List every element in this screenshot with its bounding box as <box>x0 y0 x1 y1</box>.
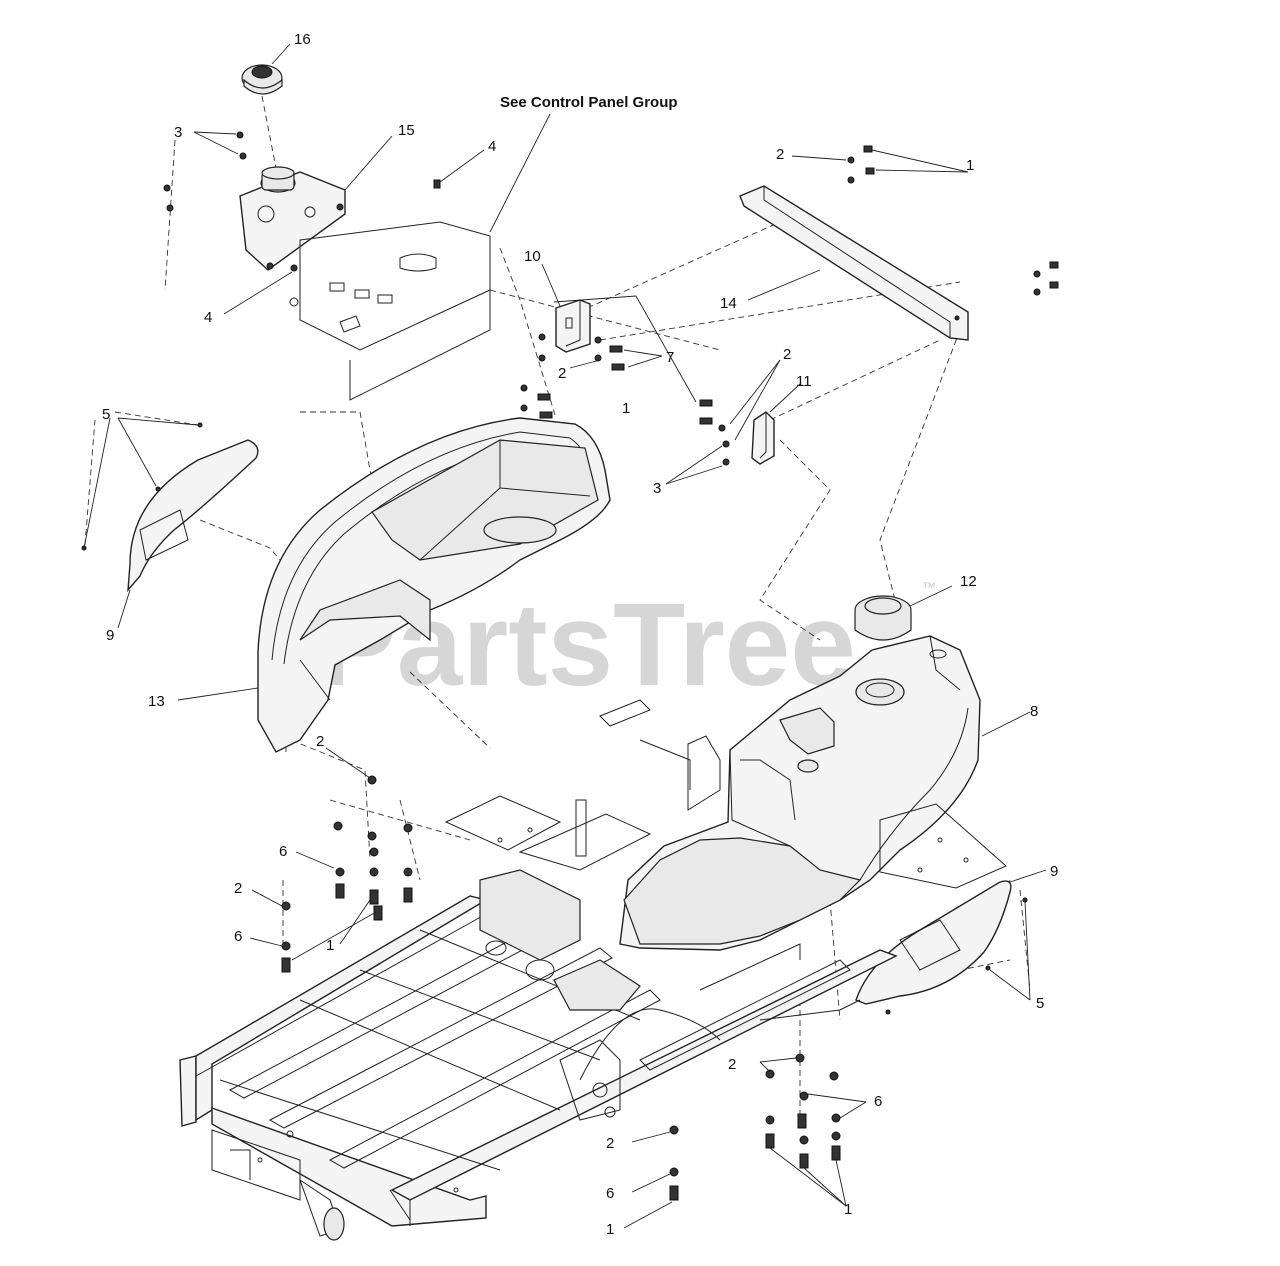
chassis-frame <box>179 699 1007 1241</box>
callout-2: 2 <box>728 1056 736 1073</box>
part-16-reservoir-cap[interactable] <box>241 64 283 95</box>
callout-14: 14 <box>720 295 737 312</box>
callout-2: 2 <box>783 346 791 363</box>
callout-5: 5 <box>1036 995 1044 1012</box>
callout-16: 16 <box>294 31 311 48</box>
callout-10: 10 <box>524 248 541 265</box>
hardware-cluster-11 <box>699 399 730 466</box>
callout-1: 1 <box>844 1201 852 1218</box>
callout-2: 2 <box>316 733 324 750</box>
callout-9: 9 <box>1050 863 1058 880</box>
callout-1: 1 <box>606 1221 614 1238</box>
part-14-support-bar[interactable] <box>739 185 969 341</box>
callout-6: 6 <box>606 1185 614 1202</box>
callout-labels: 16 15 3 4 4 2 1 10 14 7 2 2 11 1 3 5 9 1… <box>102 31 1058 1238</box>
callout-15: 15 <box>398 122 415 139</box>
part-12-fuel-cap[interactable] <box>854 595 912 641</box>
callout-4: 4 <box>488 138 496 155</box>
callout-3: 3 <box>174 124 182 141</box>
callout-1: 1 <box>966 157 974 174</box>
callout-9: 9 <box>106 627 114 644</box>
callout-2: 2 <box>234 880 242 897</box>
part-10-bracket[interactable] <box>555 299 591 353</box>
hardware-cluster-top-right <box>847 145 1059 296</box>
part-9-right-shield[interactable] <box>855 880 1012 1005</box>
hardware-stack-lower-left <box>281 775 413 973</box>
part-8-right-fender-tank[interactable] <box>619 635 981 951</box>
callout-6: 6 <box>874 1093 882 1110</box>
callout-2: 2 <box>558 365 566 382</box>
control-panel-reference: See Control Panel Group <box>500 94 678 111</box>
callout-11: 11 <box>796 373 812 390</box>
callout-12: 12 <box>960 573 977 590</box>
hardware-cluster-top-left <box>163 131 441 272</box>
control-panel-plate <box>289 221 491 401</box>
callout-2: 2 <box>606 1135 614 1152</box>
watermark-trademark: ™ <box>922 579 936 595</box>
part-11-bracket[interactable] <box>751 411 775 465</box>
callout-6: 6 <box>234 928 242 945</box>
callout-1: 1 <box>622 400 630 417</box>
callout-8: 8 <box>1030 703 1038 720</box>
hardware-stack-lower-right <box>669 1053 841 1201</box>
callout-4: 4 <box>204 309 212 326</box>
hardware-cluster-10 <box>520 333 625 419</box>
callout-6: 6 <box>279 843 287 860</box>
part-15-reservoir[interactable] <box>239 166 346 271</box>
part-9-left-shield[interactable] <box>127 439 259 593</box>
control-panel-leader <box>489 113 551 233</box>
callout-7: 7 <box>666 349 674 366</box>
callout-1: 1 <box>326 937 334 954</box>
callout-13: 13 <box>148 693 165 710</box>
part-13-left-console[interactable] <box>257 417 611 753</box>
callout-2: 2 <box>776 146 784 163</box>
callout-5: 5 <box>102 406 110 423</box>
callout-3: 3 <box>653 480 661 497</box>
